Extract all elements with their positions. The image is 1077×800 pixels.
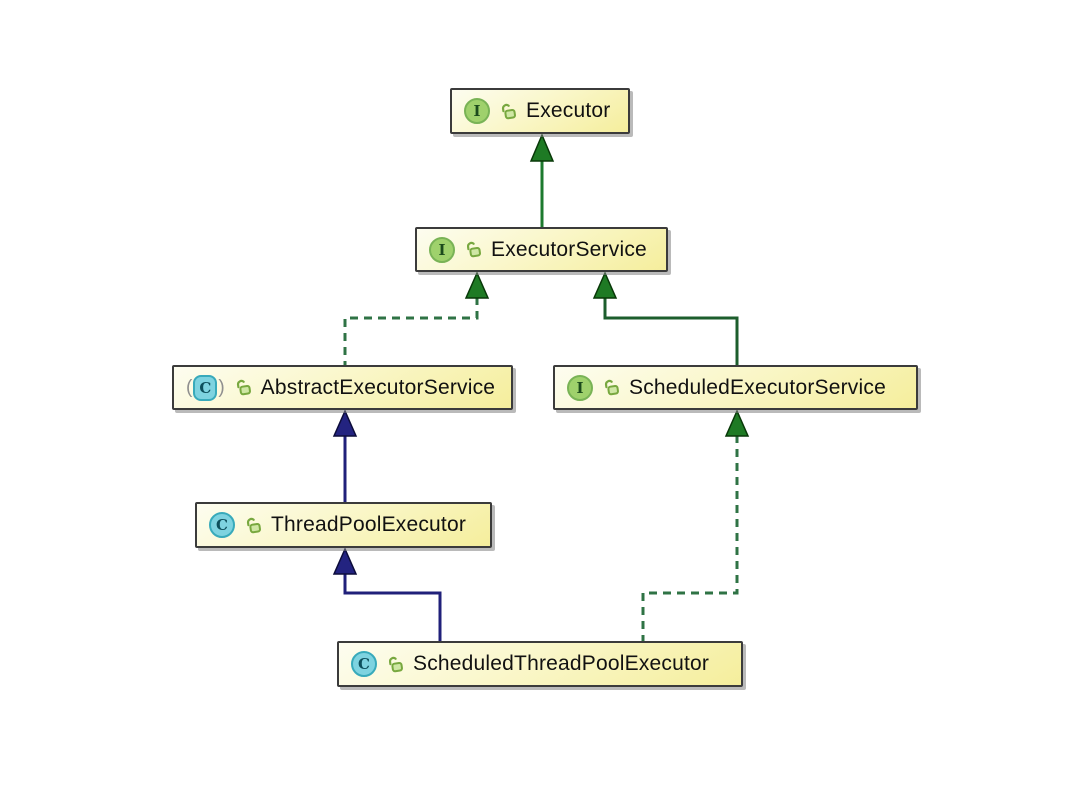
node-label: Executor <box>526 99 611 122</box>
edge-abstractexecutorservice-implements-executorservice <box>343 271 490 365</box>
node-scheduled-executor-service[interactable]: I ScheduledExecutorService <box>553 365 918 410</box>
interface-icon: I <box>567 374 593 401</box>
open-lock-icon <box>463 239 483 260</box>
arrowhead-implements-executorservice-left <box>464 271 490 299</box>
node-executor[interactable]: I Executor <box>450 88 630 134</box>
edge-scheduledexecutorservice-extends-executorservice <box>592 271 739 365</box>
class-icon: C <box>209 512 235 538</box>
abstract-paren-close: ) <box>218 376 225 398</box>
arrowhead-extends-executor <box>529 133 555 162</box>
node-label: ThreadPoolExecutor <box>271 513 467 536</box>
abstract-paren-open: ( <box>186 376 193 398</box>
node-thread-pool-executor[interactable]: C ThreadPoolExecutor <box>195 502 492 548</box>
arrowhead-extends-threadpoolexecutor <box>332 547 358 575</box>
edge-threadpoolexecutor-extends-abstractexecutorservice <box>332 409 358 502</box>
open-lock-icon <box>498 100 518 121</box>
edge-executorservice-extends-executor <box>529 133 555 227</box>
class-icon: C <box>193 374 218 401</box>
abstract-class-icon: ( C ) <box>186 374 225 401</box>
node-label: AbstractExecutorService <box>260 375 496 399</box>
edge-scheduledthreadpoolexecutor-implements-scheduledexecutorservice <box>641 409 750 641</box>
arrowhead-implements-scheduledexecutorservice <box>724 409 750 437</box>
edge-scheduledthreadpoolexecutor-extends-threadpoolexecutor <box>332 547 442 641</box>
open-lock-icon <box>385 653 405 674</box>
interface-icon: I <box>429 236 455 263</box>
open-lock-icon <box>601 377 621 398</box>
arrowhead-extends-executorservice-right <box>592 271 618 299</box>
node-label: ScheduledThreadPoolExecutor <box>413 652 710 675</box>
node-scheduled-thread-pool-executor[interactable]: C ScheduledThreadPoolExecutor <box>337 641 743 687</box>
open-lock-icon <box>243 514 263 535</box>
node-label: ExecutorService <box>491 237 647 261</box>
arrowhead-extends-abstractexecutorservice <box>332 409 358 437</box>
node-abstract-executor-service[interactable]: ( C ) AbstractExecutorService <box>172 365 513 410</box>
open-lock-icon <box>232 377 252 398</box>
node-executor-service[interactable]: I ExecutorService <box>415 227 668 272</box>
interface-icon: I <box>464 98 490 124</box>
node-label: ScheduledExecutorService <box>629 375 886 399</box>
class-icon: C <box>351 651 377 677</box>
